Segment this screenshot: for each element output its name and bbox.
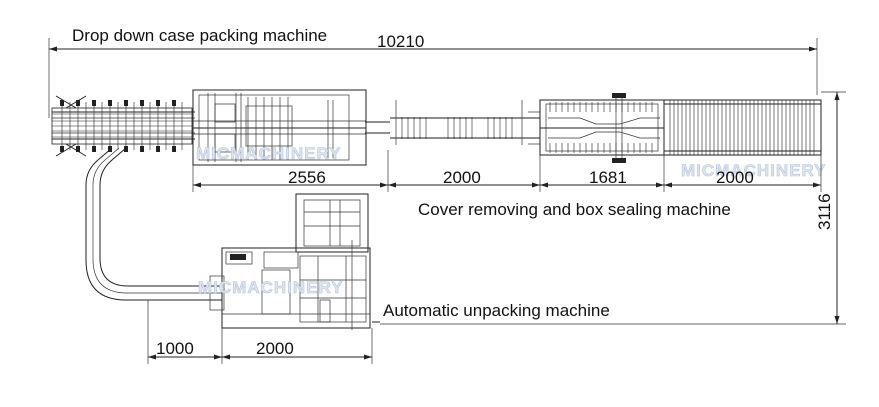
sealer-length-value: 1681 — [589, 168, 627, 187]
watermark-roller: MICMACHINERY — [681, 161, 826, 180]
conveyor-length-value: 2000 — [443, 168, 481, 187]
unpacker-length-value: 2000 — [256, 339, 294, 358]
watermark-packer: MICMACHINERY — [196, 144, 341, 163]
drop-down-case-packing-label: Drop down case packing machine — [72, 26, 327, 45]
case-packer-body — [192, 89, 367, 166]
transfer-conveyor — [390, 100, 540, 145]
roller-dimension — [664, 155, 822, 192]
overall-length-dimension — [48, 38, 818, 118]
overall-height-value: 3116 — [815, 193, 834, 230]
return-curve-conveyor — [85, 147, 222, 301]
overall-length-value: 10210 — [377, 32, 424, 51]
roller-conveyor — [663, 99, 822, 156]
bottom-dimensions — [147, 300, 373, 364]
infeed-grid — [51, 95, 193, 157]
roller-length-value: 2000 — [716, 168, 754, 187]
sealer-body — [528, 93, 665, 163]
curve-offset-value: 1000 — [156, 339, 194, 358]
cover-removing-label: Cover removing and box sealing machine — [418, 200, 731, 219]
unpacking-machine — [209, 193, 371, 330]
packer-dimension — [192, 150, 389, 192]
overall-height-dimension — [380, 91, 846, 325]
watermark-unpacker: MICMACHINERY — [198, 278, 343, 297]
sealer-dimension — [540, 155, 665, 192]
automatic-unpacking-label: Automatic unpacking machine — [383, 301, 610, 320]
main-conveyor-bed — [52, 111, 390, 140]
packer-length-value: 2556 — [288, 168, 326, 187]
